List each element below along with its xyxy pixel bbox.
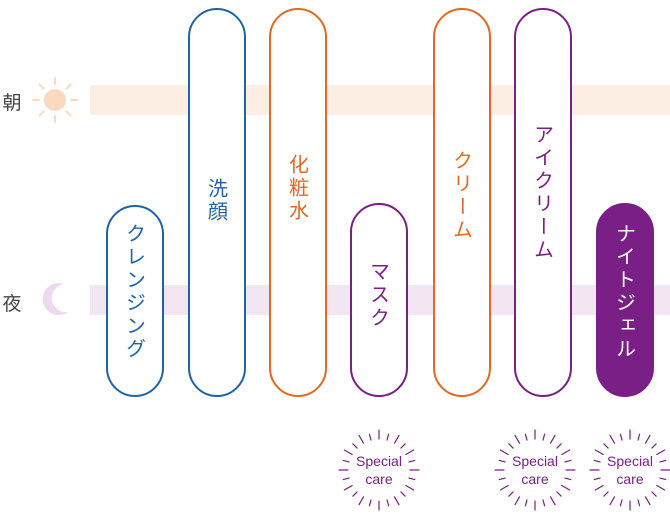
step-face-wash-pill: 洗顔 [188,8,246,397]
moon-icon [42,283,68,316]
special-care-badge-mask: Special care [334,425,424,515]
step-face-wash-label: 洗顔 [204,178,229,224]
morning-label: 朝 [2,92,22,114]
step-cleansing-pill: クレンジング [106,205,164,397]
step-night-gel-label: ナイトジェル [612,223,637,361]
burst-icon [589,429,670,511]
step-mask-label: マスク [366,261,391,330]
special-care-text: Special care [607,453,653,487]
morning-band [90,85,670,115]
step-mask-pill: マスク [350,203,408,397]
step-eye-cream-label: アイクリーム [530,124,555,262]
sun-icon [32,77,78,123]
special-care-badge-night-gel: Special care [585,425,670,515]
step-cream-label: クリーム [449,150,474,242]
special-care-badge-eye-cream: Special care [490,425,580,515]
special-care-text: Special care [512,453,558,487]
step-night-gel-pill: ナイトジェル [596,203,654,397]
burst-icon [494,429,576,511]
step-eye-cream-pill: アイクリーム [514,8,572,397]
step-toner-label: 化粧水 [285,154,310,223]
burst-icon [338,429,420,511]
step-cream-pill: クリーム [433,8,491,397]
step-cleansing-label: クレンジング [122,223,147,361]
night-label: 夜 [2,293,22,315]
special-care-text: Special care [356,453,402,487]
step-toner-pill: 化粧水 [269,8,327,397]
